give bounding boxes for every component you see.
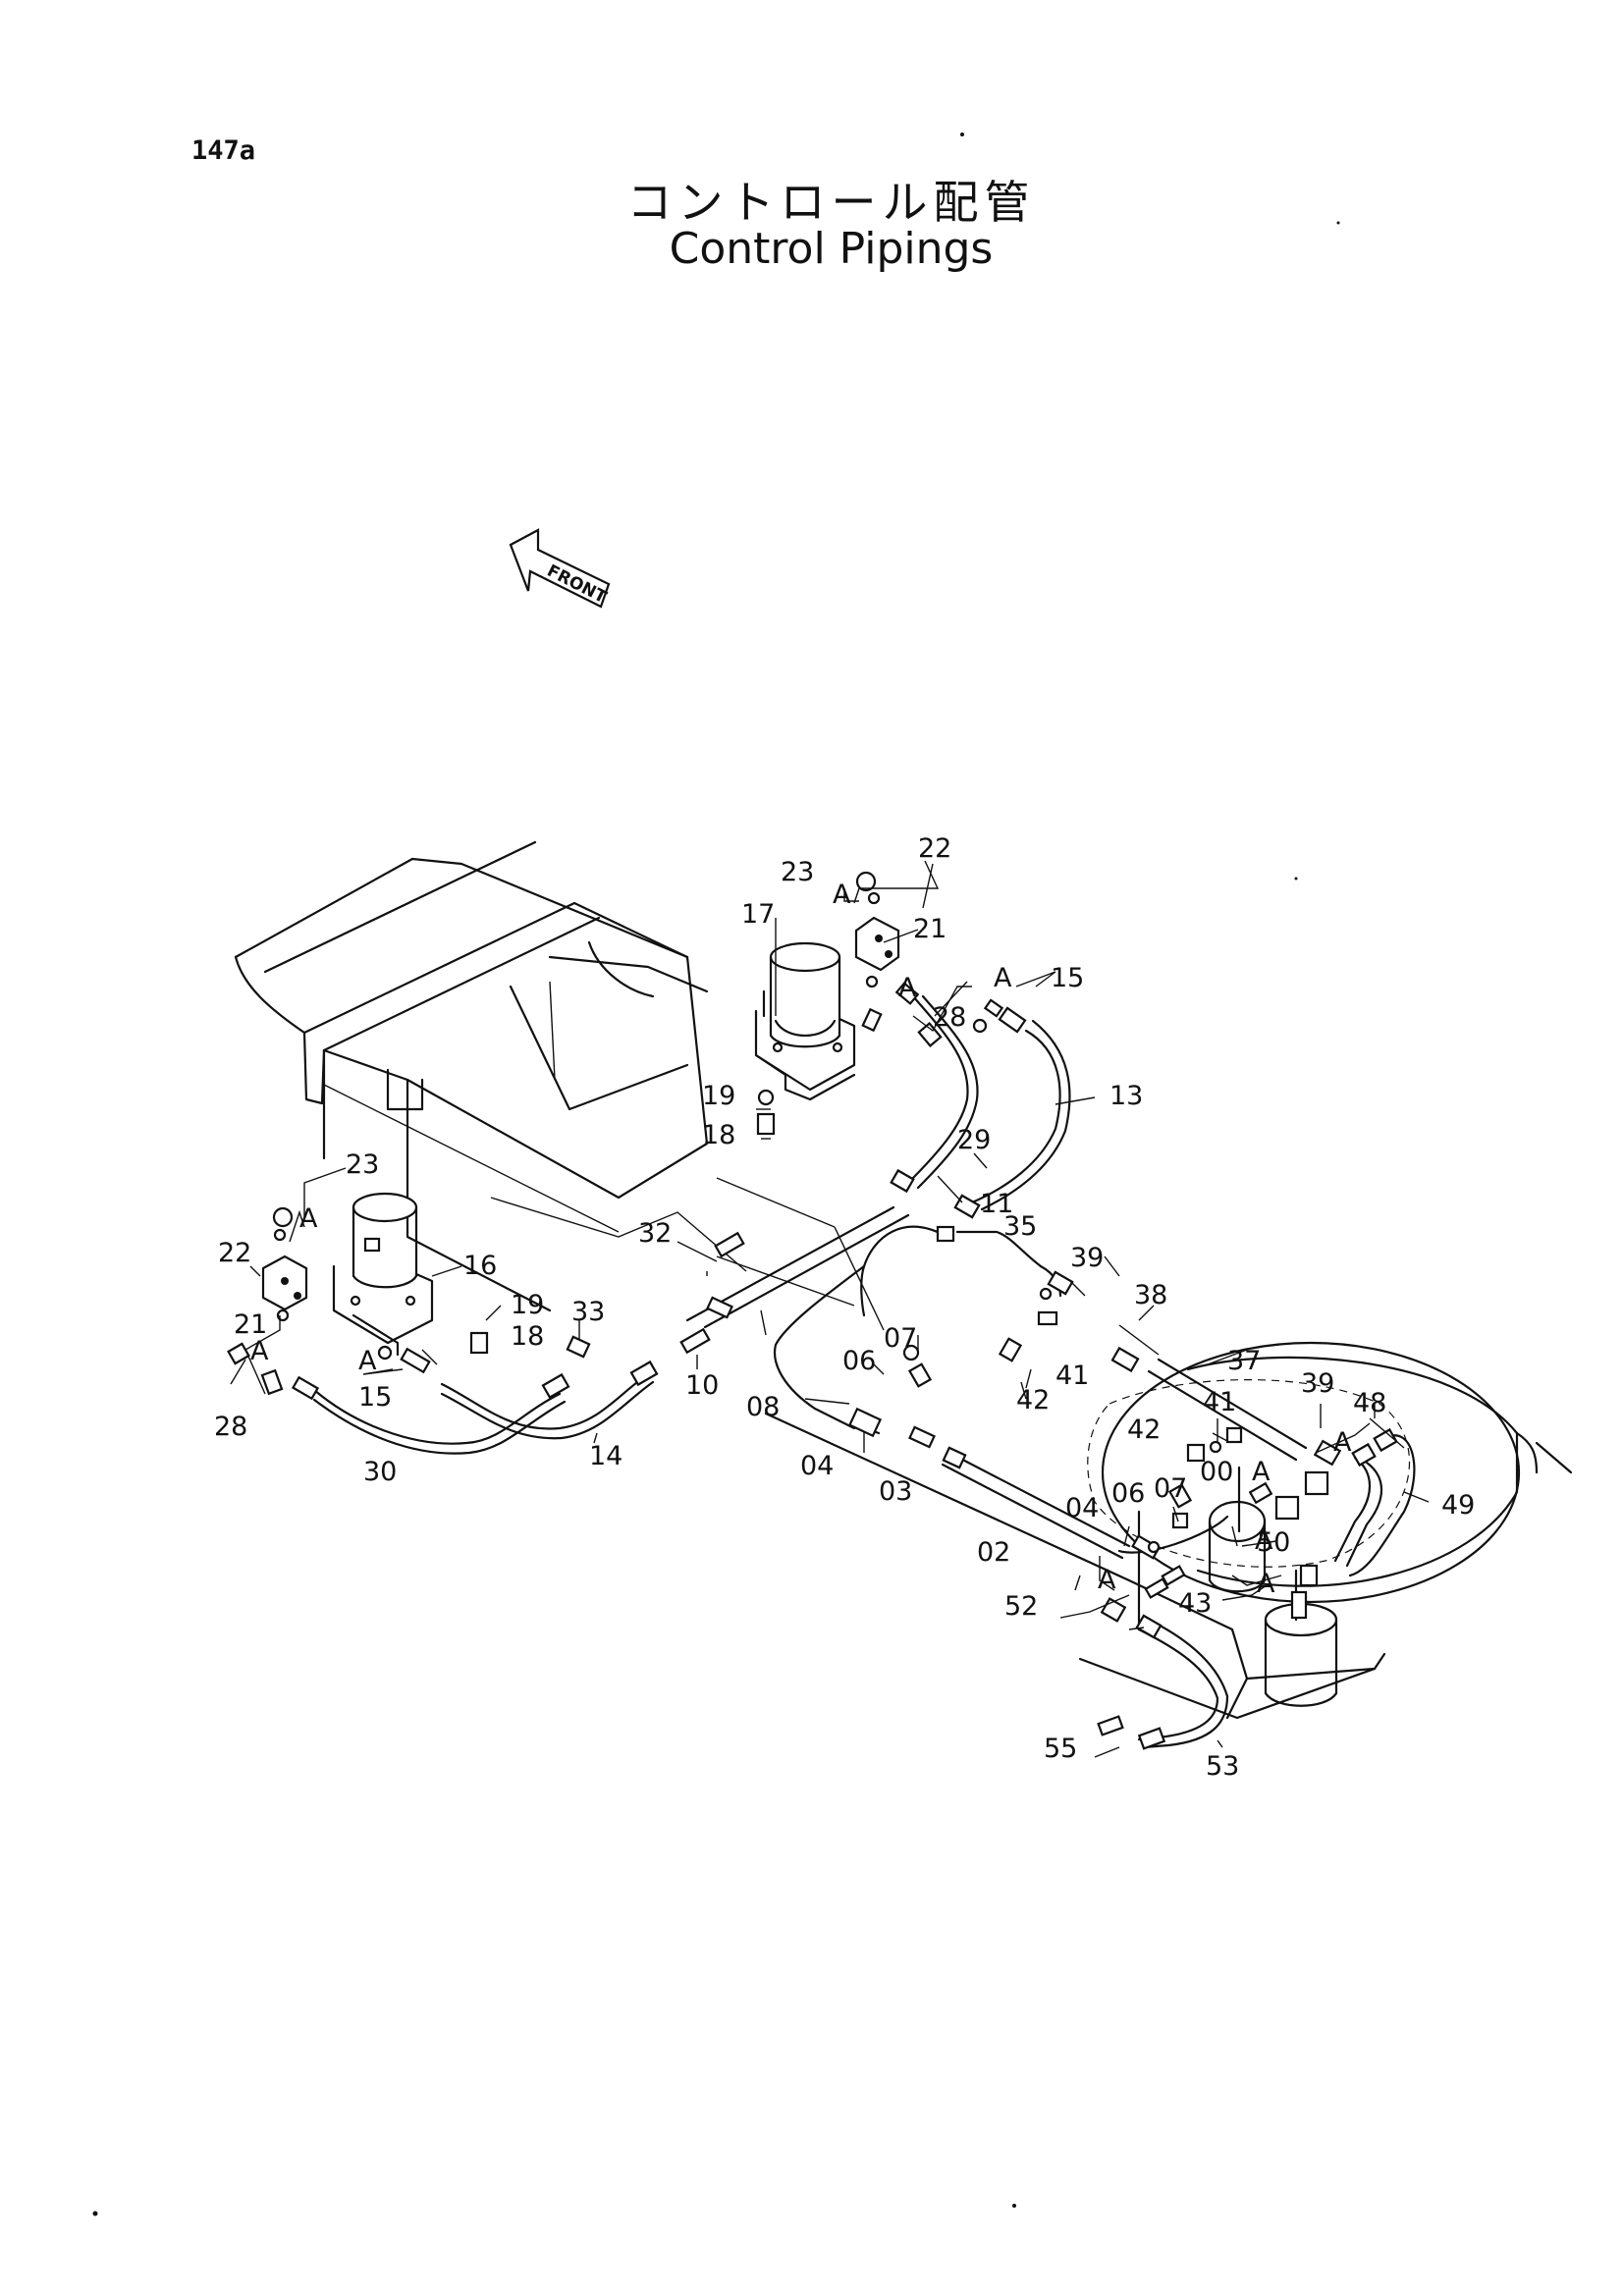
front-arrow-icon: FRONT <box>509 528 611 609</box>
part-callout: 03 <box>879 1476 912 1507</box>
frame-structure <box>234 840 885 1331</box>
part-callout: 06 <box>842 1346 876 1376</box>
part-callout: 19 <box>511 1290 544 1320</box>
part-callout: 06 <box>1111 1478 1145 1509</box>
part-callout: 52 <box>1004 1591 1038 1622</box>
detail-mark: A <box>833 880 851 910</box>
detail-marks: A A A A A A A A A A A <box>250 880 1352 1599</box>
part-callout: 21 <box>913 914 947 944</box>
detail-mark: A <box>1333 1427 1352 1458</box>
part-callout: 42 <box>1127 1415 1161 1445</box>
page-id: 147a <box>191 135 256 166</box>
valve-block-lower <box>261 1255 308 1311</box>
swing-deck <box>764 1341 1573 1720</box>
part-callout: 16 <box>463 1251 497 1281</box>
part-callouts: 22 23 17 21 15 28 13 19 18 29 11 23 22 1… <box>214 833 1475 1782</box>
detail-mark: A <box>1098 1565 1116 1595</box>
part-callout: 49 <box>1441 1490 1475 1521</box>
part-callout: 22 <box>218 1238 251 1268</box>
part-callout: 41 <box>1203 1387 1236 1417</box>
part-callout: 55 <box>1044 1734 1077 1764</box>
part-callout: 18 <box>702 1120 735 1150</box>
part-callout: 38 <box>1134 1280 1167 1310</box>
detail-mark: A <box>358 1346 377 1376</box>
part-callout: 08 <box>746 1392 780 1422</box>
part-callout: 41 <box>1055 1361 1089 1391</box>
solenoid-valve-lower <box>332 1192 434 1357</box>
detail-mark: A <box>299 1203 318 1234</box>
part-callout: 42 <box>1016 1385 1050 1415</box>
detail-mark: A <box>1252 1457 1271 1487</box>
part-callout: 22 <box>918 833 951 864</box>
detail-mark: A <box>898 973 917 1003</box>
part-callout: 53 <box>1206 1751 1239 1782</box>
part-callout: 07 <box>884 1323 917 1354</box>
part-callout: 28 <box>214 1412 247 1442</box>
part-callout: 00 <box>1200 1457 1233 1487</box>
page-title-japanese: コントロール配管 <box>626 176 1036 229</box>
part-callout: 18 <box>511 1321 544 1352</box>
part-callout: 07 <box>1154 1473 1187 1504</box>
part-callout: 48 <box>1353 1388 1386 1418</box>
part-callout: 19 <box>702 1081 735 1111</box>
detail-mark: A <box>1255 1525 1273 1556</box>
part-callout: 28 <box>933 1002 966 1033</box>
part-callout: 37 <box>1227 1346 1261 1376</box>
leader-lines <box>230 860 1430 1758</box>
part-callout: 15 <box>358 1382 392 1413</box>
scan-specks <box>92 133 1340 2216</box>
detail-mark: A <box>994 963 1012 993</box>
part-callout: 33 <box>571 1297 605 1327</box>
part-callout: 23 <box>346 1149 379 1180</box>
part-callout: 17 <box>741 899 775 930</box>
part-callout: 29 <box>957 1125 991 1155</box>
hydraulic-pipes <box>312 994 1416 1749</box>
part-callout: 04 <box>1065 1493 1099 1523</box>
part-callout: 10 <box>685 1370 719 1401</box>
pipe-fittings <box>227 871 1398 1750</box>
part-callout: 04 <box>800 1451 834 1481</box>
part-callout: 13 <box>1109 1081 1143 1111</box>
part-callout: 35 <box>1003 1211 1037 1242</box>
part-callout: 32 <box>638 1218 672 1249</box>
detail-mark: A <box>250 1336 269 1366</box>
part-callout: 14 <box>589 1441 622 1471</box>
part-callout: 39 <box>1301 1368 1334 1399</box>
part-callout: 21 <box>234 1309 267 1340</box>
solenoid-valve-upper <box>754 941 856 1101</box>
detail-mark: A <box>1257 1569 1275 1599</box>
page-title-english: Control Pipings <box>669 224 994 274</box>
part-callout: 30 <box>363 1457 397 1487</box>
part-callout: 23 <box>781 857 814 887</box>
part-callout: 39 <box>1070 1243 1104 1273</box>
part-callout: 15 <box>1051 963 1084 993</box>
part-callout: 02 <box>977 1537 1010 1568</box>
valve-block-upper <box>854 916 900 972</box>
part-callout: 50 <box>1257 1527 1290 1558</box>
part-callout: 43 <box>1178 1588 1212 1619</box>
part-callout: 11 <box>980 1189 1013 1219</box>
